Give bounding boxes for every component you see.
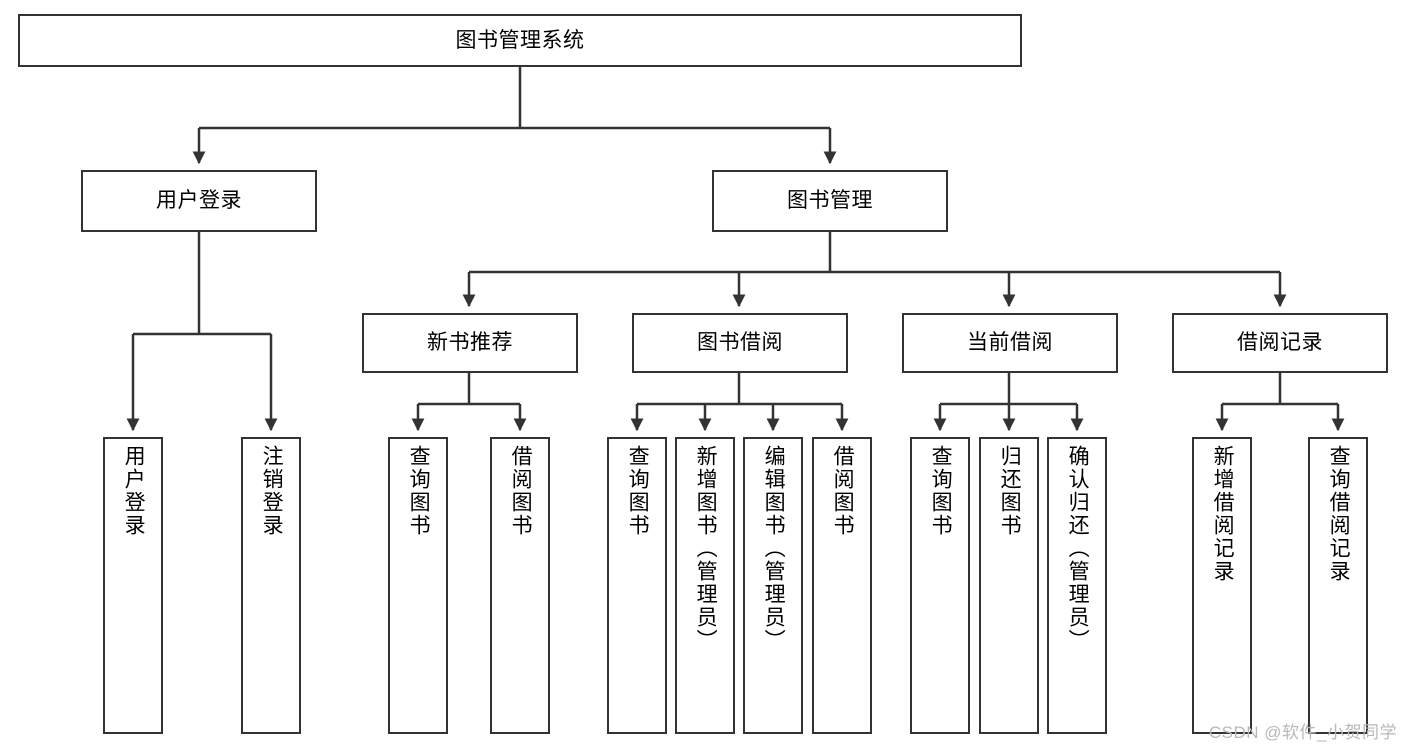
node-book-manage[interactable]: 图书管理	[712, 170, 948, 232]
node-current-borrow-label: 当前借阅	[967, 331, 1053, 355]
leaf-add-book[interactable]: 新增图书（管理员）	[675, 437, 735, 734]
node-root-label: 图书管理系统	[455, 28, 585, 52]
leaf-user-login-label: 用户登录	[122, 445, 146, 537]
node-new-book-recommend-label: 新书推荐	[427, 331, 513, 355]
node-user-login[interactable]: 用户登录	[81, 170, 317, 232]
leaf-query-book-3-label: 查询图书	[929, 445, 953, 537]
leaf-add-book-label: 新增图书（管理员）	[694, 445, 718, 652]
leaf-borrow-book-2[interactable]: 借阅图书	[812, 437, 872, 734]
leaf-borrow-book-1[interactable]: 借阅图书	[490, 437, 550, 734]
node-borrow-record-label: 借阅记录	[1237, 331, 1323, 355]
leaf-query-book-2-label: 查询图书	[626, 445, 650, 537]
leaf-user-logout[interactable]: 注销登录	[241, 437, 301, 734]
node-current-borrow[interactable]: 当前借阅	[902, 313, 1118, 373]
leaf-edit-book-label: 编辑图书（管理员）	[762, 445, 786, 652]
leaf-query-record[interactable]: 查询借阅记录	[1308, 437, 1368, 734]
leaf-query-record-label: 查询借阅记录	[1327, 445, 1351, 583]
leaf-borrow-book-2-label: 借阅图书	[831, 445, 855, 537]
node-book-manage-label: 图书管理	[787, 189, 873, 213]
node-root-system[interactable]: 图书管理系统	[18, 14, 1022, 67]
node-book-borrow[interactable]: 图书借阅	[632, 313, 848, 373]
leaf-borrow-book-1-label: 借阅图书	[509, 445, 533, 537]
leaf-query-book-1-label: 查询图书	[407, 445, 431, 537]
csdn-watermark: CSDN @软件_小贺同学	[1208, 723, 1397, 742]
leaf-confirm-return-label: 确认归还（管理员）	[1066, 445, 1090, 652]
leaf-query-book-2[interactable]: 查询图书	[607, 437, 667, 734]
leaf-user-logout-label: 注销登录	[260, 445, 284, 537]
node-borrow-record[interactable]: 借阅记录	[1172, 313, 1388, 373]
leaf-edit-book[interactable]: 编辑图书（管理员）	[743, 437, 803, 734]
leaf-query-book-1[interactable]: 查询图书	[388, 437, 448, 734]
node-book-borrow-label: 图书借阅	[697, 331, 783, 355]
node-new-book-recommend[interactable]: 新书推荐	[362, 313, 578, 373]
leaf-return-book[interactable]: 归还图书	[979, 437, 1039, 734]
leaf-add-record-label: 新增借阅记录	[1211, 445, 1235, 583]
leaf-query-book-3[interactable]: 查询图书	[910, 437, 970, 734]
leaf-confirm-return[interactable]: 确认归还（管理员）	[1047, 437, 1107, 734]
leaf-user-login[interactable]: 用户登录	[103, 437, 163, 734]
leaf-return-book-label: 归还图书	[998, 445, 1022, 537]
node-user-login-label: 用户登录	[156, 189, 242, 213]
leaf-add-record[interactable]: 新增借阅记录	[1192, 437, 1252, 734]
